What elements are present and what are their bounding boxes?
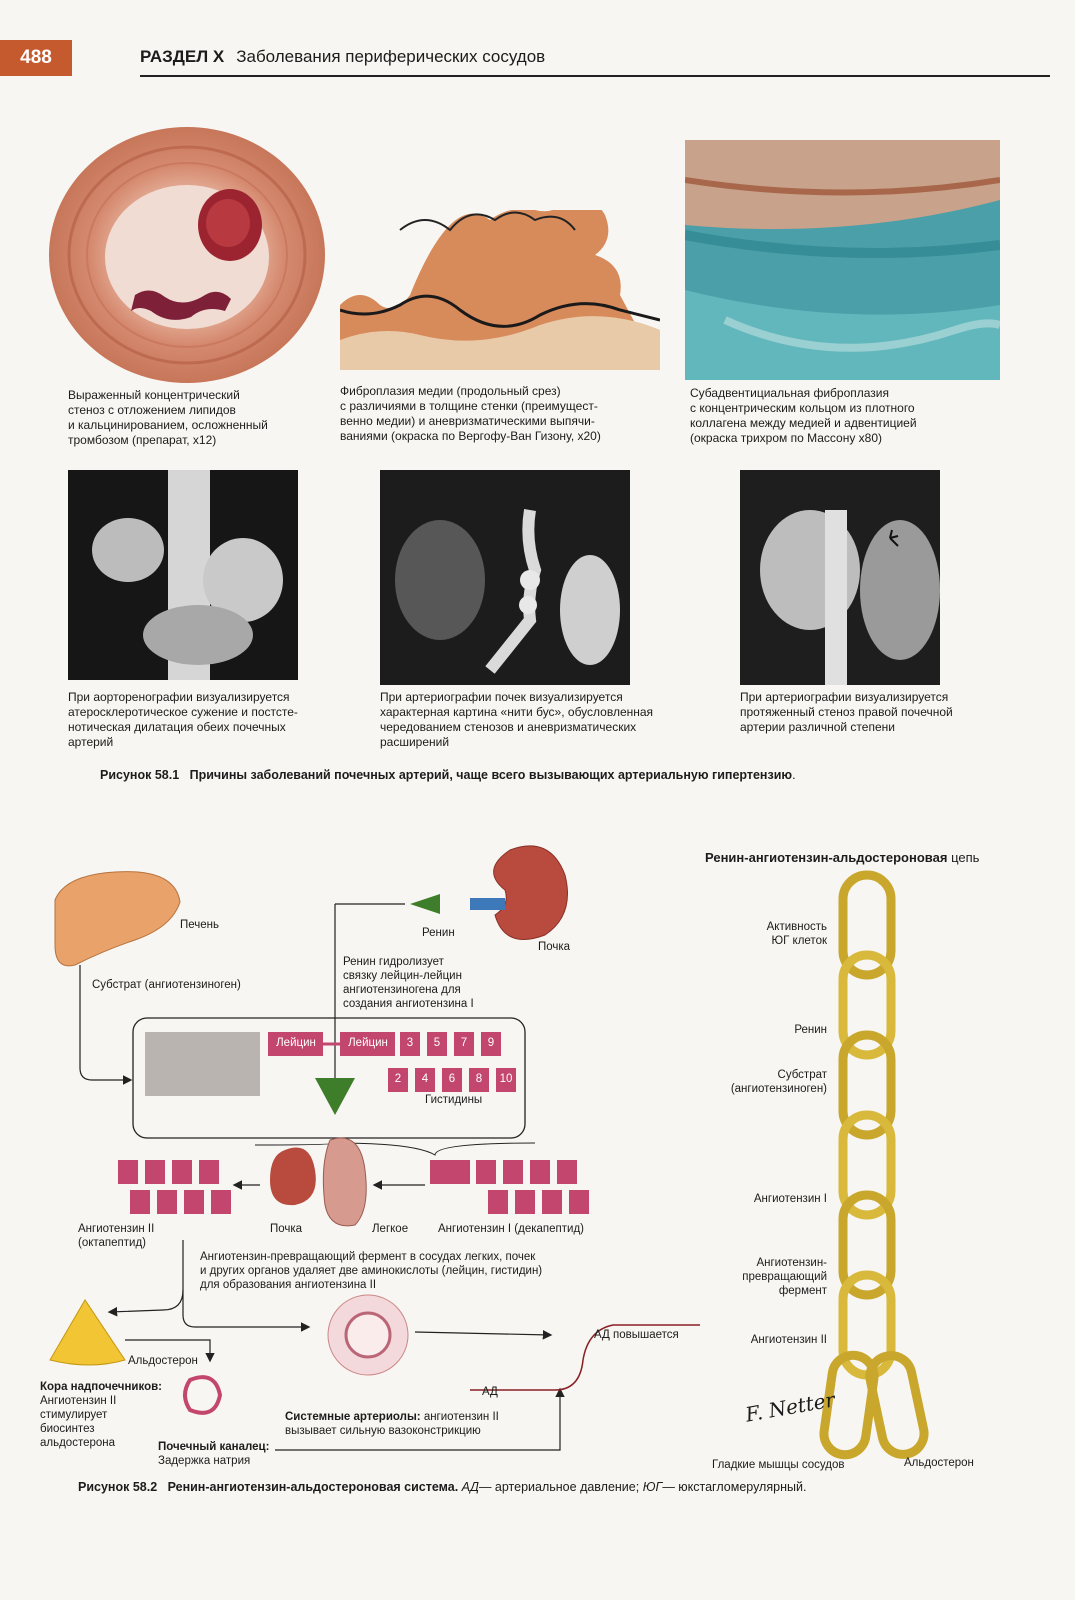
leucine-1-label: Лейцин xyxy=(276,1037,316,1049)
bp-curve xyxy=(470,1324,700,1391)
residue-8: 8 xyxy=(475,1073,483,1085)
caption-aortorenogram: При аортореногрaфии визуализируется атер… xyxy=(68,690,298,749)
caption-long-stenosis: При артериографии визуализируется протяж… xyxy=(740,690,953,734)
renin-label: Ренин xyxy=(422,927,455,939)
histidine-chain xyxy=(388,1032,516,1092)
bp-rises-label: АД повышается xyxy=(594,1329,679,1341)
arteriogram-right-renal-stenosis xyxy=(740,470,940,685)
raas-diagram xyxy=(49,845,929,1460)
residue-3: 3 xyxy=(406,1037,414,1049)
residue-10: 10 xyxy=(499,1073,513,1085)
figure-58-1-title: Рисунок 58.1 Причины заболеваний почечны… xyxy=(100,768,796,782)
adrenal-illustration xyxy=(49,1299,126,1366)
bp-label: АД xyxy=(482,1386,498,1398)
residue-6: 6 xyxy=(448,1073,456,1085)
arterioles-label: Системные артериолы: ангиотензин II вызы… xyxy=(285,1411,499,1437)
section-label: РАЗДЕЛ X xyxy=(140,47,225,66)
decapeptide-chain xyxy=(430,1160,589,1214)
caption-concentric-stenosis: Выраженный концентрический стеноз с отло… xyxy=(68,388,268,447)
aldosterone-label: Альдостерон xyxy=(904,1457,974,1469)
kidney-illustration xyxy=(493,845,568,940)
renal-arteriogram-string-of-beads xyxy=(380,470,630,685)
ace-note: Ангиотензин-превращающий фермент в сосуд… xyxy=(200,1251,543,1291)
kidney2-label: Почка xyxy=(270,1223,303,1235)
kidney-label: Почка xyxy=(538,941,571,953)
histidines-label: Гистидины xyxy=(425,1094,483,1106)
chain-label-renin: Ренин xyxy=(794,1024,827,1036)
histology-concentric-stenosis xyxy=(49,127,325,383)
figure-58-2-title: Рисунок 58.2 Ренин-ангиотензин-альдостер… xyxy=(78,1480,807,1494)
section-header: РАЗДЕЛ X Заболевания периферических сосуд… xyxy=(140,47,545,67)
residue-5: 5 xyxy=(433,1037,441,1049)
header-rule xyxy=(140,75,1050,77)
residue-4: 4 xyxy=(421,1073,429,1085)
tubule-label: Почечный каналец: Задержка натрия xyxy=(158,1441,270,1467)
chain-title: Ренин-ангиотензин-альдостероновая цепь xyxy=(705,850,980,865)
liver-illustration xyxy=(54,871,181,967)
chain-label-angiotensin2: Ангиотензин II xyxy=(750,1334,827,1346)
aortorenogram xyxy=(68,470,298,680)
caption-string-of-beads: При артериографии почек визуализируется … xyxy=(380,690,654,749)
angiotensin2-label: Ангиотензин II (октапептид) xyxy=(78,1223,155,1249)
residue-9: 9 xyxy=(487,1037,495,1049)
renin-note: Ренин гидролизует связку лейцин-лейцин а… xyxy=(343,956,474,1010)
section-title: Заболевания периферических сосудов xyxy=(236,47,546,66)
renin-arrow xyxy=(410,894,440,914)
leucine-2-label: Лейцин xyxy=(348,1037,388,1049)
residue-2: 2 xyxy=(394,1073,402,1085)
substrate-label: Субстрат (ангиотензиноген) xyxy=(92,979,241,991)
chain-label-ace: Ангиотензин- превращающий фермент xyxy=(742,1257,827,1297)
smooth-muscle-label: Гладкие мышцы сосудов xyxy=(712,1459,845,1471)
kidney2-illustration xyxy=(270,1147,316,1206)
lung-label: Легкое xyxy=(372,1223,409,1235)
angiotensin1-label: Ангиотензин I (декапептид) xyxy=(438,1223,584,1235)
octapeptide-chain xyxy=(118,1160,231,1214)
lung-illustration xyxy=(322,1137,367,1227)
page-number: 488 xyxy=(0,40,72,76)
chain-label-substrate: Субстрат (ангиотензиноген) xyxy=(730,1069,827,1095)
chain-label-angiotensin1: Ангиотензин I xyxy=(753,1193,827,1205)
caption-fibroplasia-media: Фиброплазия медии (продольный срез) с ра… xyxy=(340,384,601,443)
chain-label-jg-activity: Активность ЮГ клеток xyxy=(766,921,827,947)
adrenal-label: Кора надпочечников: Ангиотензин II стиму… xyxy=(40,1381,162,1449)
chain-links xyxy=(819,870,929,1460)
residue-7: 7 xyxy=(460,1037,468,1049)
tubule-illustration xyxy=(183,1375,223,1415)
liver-label: Печень xyxy=(180,919,220,931)
histology-fibroplasia-media xyxy=(340,210,660,370)
caption-subadventitial: Субадвентициальная фиброплазия с концент… xyxy=(690,386,917,445)
histology-subadventitial-fibroplasia xyxy=(685,140,1000,380)
aldosterone-arrow-label: Альдостерон xyxy=(128,1355,198,1367)
